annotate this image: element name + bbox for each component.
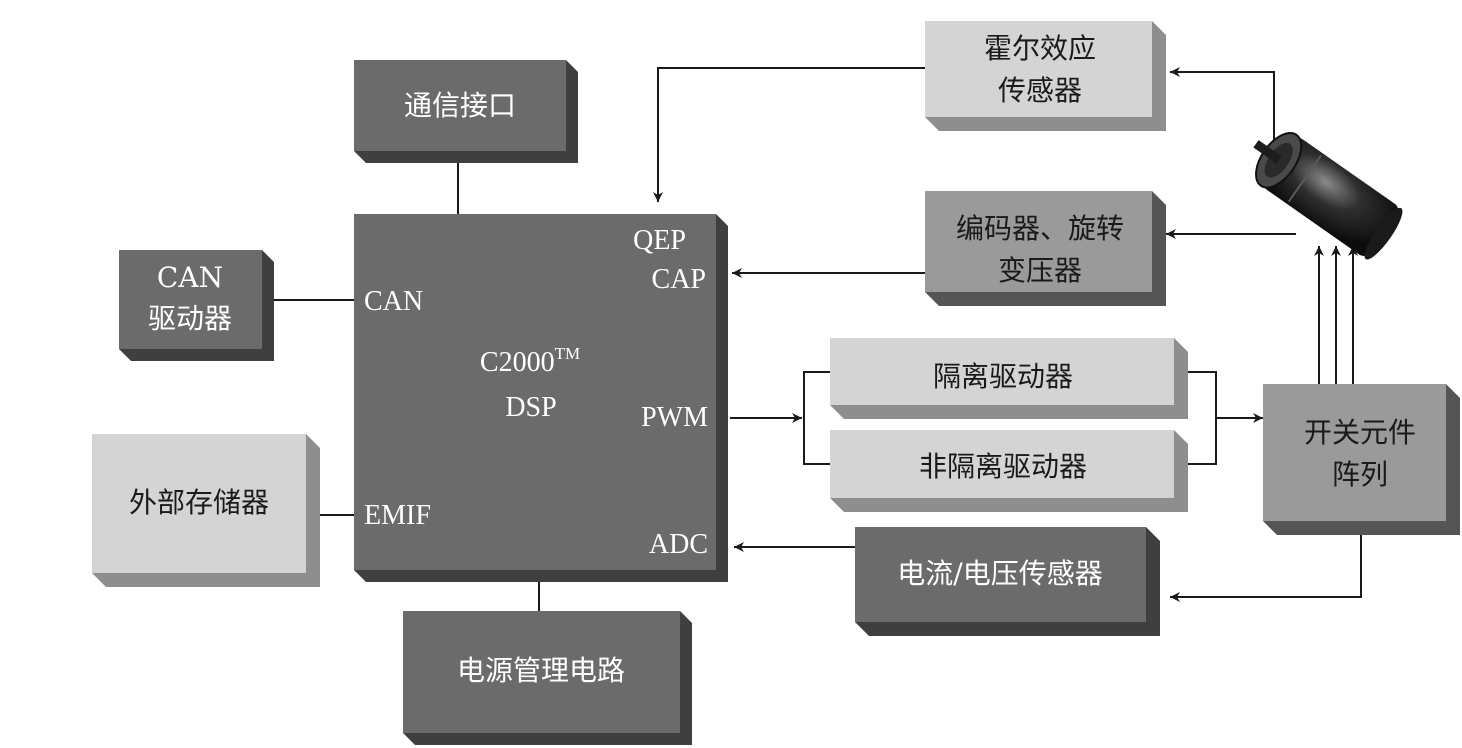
can-driver-label-line1: CAN: [157, 261, 223, 294]
port-adc: ADC: [649, 529, 708, 560]
hall-sensor-label-line1: 霍尔效应: [984, 32, 1096, 65]
non-isolated-driver-block: 非隔离驱动器: [830, 430, 1188, 512]
comm-interface-label: 通信接口: [404, 89, 516, 122]
connection-lines: [274, 67, 1362, 611]
encoder-label-line2: 变压器: [998, 254, 1082, 287]
external-memory-block: 外部存储器: [92, 434, 320, 587]
power-management-block: 电源管理电路: [403, 611, 692, 745]
switch-to-sensor-arrow: [1170, 535, 1362, 602]
motor-to-hall-arrow: [1170, 67, 1275, 160]
port-qep: QEP: [633, 225, 686, 256]
driver-output-bracket: [1188, 371, 1217, 465]
pwm-driver-bracket: [803, 371, 830, 465]
dsp-subtitle: DSP: [505, 392, 556, 423]
can-driver-block: CAN 驱动器: [119, 250, 274, 361]
dsp-block: C2000TM DSP QEP CAP CAN PWM EMIF ADC: [354, 214, 728, 582]
port-cap: CAP: [652, 264, 706, 295]
current-voltage-sensor-block: 电流/电压传感器: [855, 527, 1160, 636]
dsp-trademark: TM: [555, 344, 581, 363]
non-isolated-driver-label: 非隔离驱动器: [919, 450, 1087, 483]
port-emif: EMIF: [364, 500, 431, 531]
hall-sensor-block: 霍尔效应 传感器: [925, 21, 1166, 131]
hall-to-qep-arrow: [653, 67, 925, 202]
motor-icon: [1253, 132, 1403, 260]
comm-interface-block: 通信接口: [354, 60, 578, 163]
port-pwm: PWM: [641, 402, 708, 433]
current-sensor-label: 电流/电压传感器: [897, 557, 1102, 590]
switch-array-block: 开关元件 阵列: [1263, 384, 1460, 535]
encoder-label-line1: 编码器、旋转: [956, 212, 1124, 245]
can-driver-label-line2: 驱动器: [148, 302, 232, 335]
switch-array-label-line2: 阵列: [1332, 458, 1388, 491]
dsp-name: C2000TM: [480, 344, 580, 378]
switch-array-label-line1: 开关元件: [1304, 416, 1416, 449]
external-memory-label: 外部存储器: [129, 486, 269, 519]
isolated-driver-label: 隔离驱动器: [933, 360, 1073, 393]
power-management-label: 电源管理电路: [457, 654, 625, 687]
hall-sensor-label-line2: 传感器: [998, 74, 1082, 107]
isolated-driver-block: 隔离驱动器: [830, 338, 1188, 419]
port-can: CAN: [364, 286, 423, 317]
encoder-resolver-block: 编码器、旋转 变压器: [925, 191, 1166, 306]
